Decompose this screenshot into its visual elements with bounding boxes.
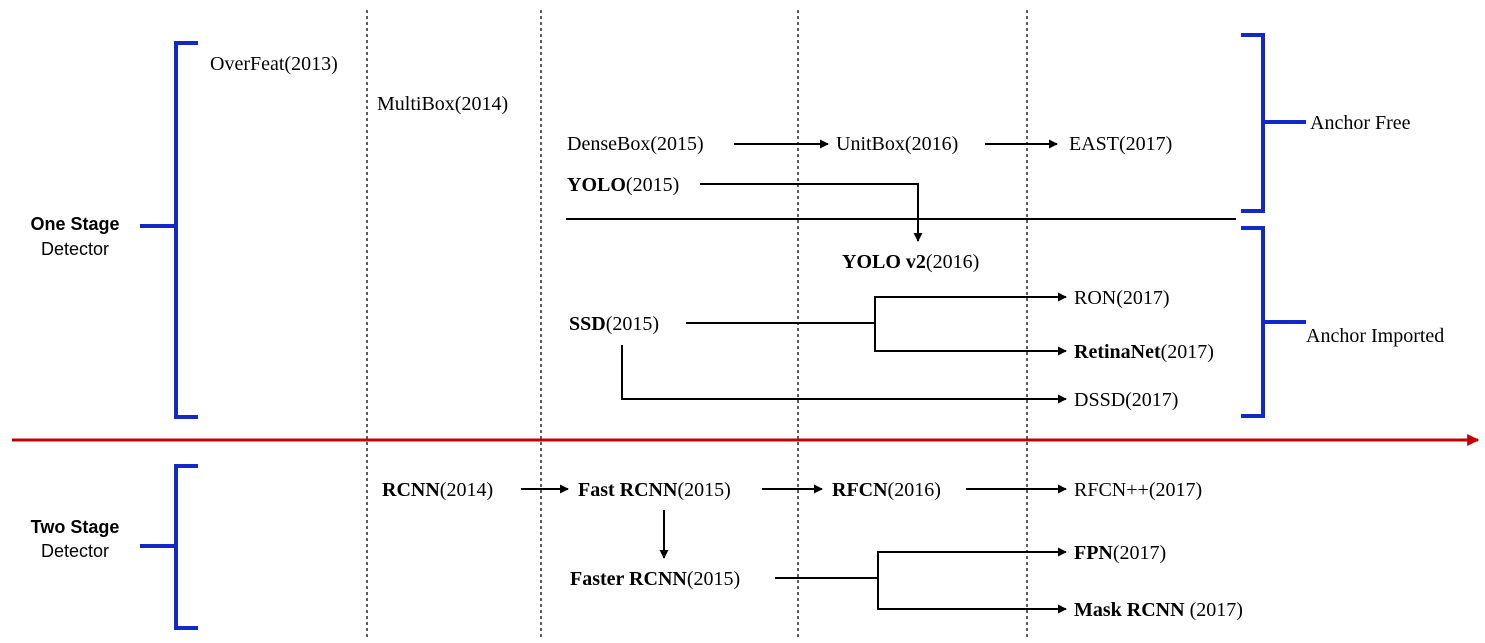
one-stage-subtitle: Detector bbox=[41, 239, 109, 259]
node-rfcnpp: RFCN++(2017) bbox=[1074, 479, 1202, 501]
node-dssd: DSSD(2017) bbox=[1074, 389, 1178, 411]
node-east: EAST(2017) bbox=[1069, 133, 1172, 155]
node-fpn: FPN(2017) bbox=[1074, 542, 1166, 564]
node-ron: RON(2017) bbox=[1074, 287, 1170, 309]
anchor-imported-brace bbox=[1241, 226, 1306, 418]
node-rfcn: RFCN(2016) bbox=[832, 479, 941, 501]
node-yolov2: YOLO v2(2016) bbox=[842, 251, 979, 273]
anchor-imported-label: Anchor Imported bbox=[1306, 325, 1444, 347]
node-unitbox: UnitBox(2016) bbox=[836, 133, 958, 155]
one-stage-brace bbox=[140, 41, 198, 419]
node-fasterrcnn: Faster RCNN(2015) bbox=[570, 568, 740, 590]
node-densebox: DenseBox(2015) bbox=[567, 133, 704, 155]
one-stage-title: One Stage bbox=[30, 214, 119, 234]
node-yolo: YOLO(2015) bbox=[567, 174, 679, 196]
node-ssd: SSD(2015) bbox=[569, 313, 659, 335]
anchor-free-label: Anchor Free bbox=[1310, 112, 1411, 134]
fasterrcnn-fork bbox=[877, 551, 1065, 610]
node-rcnn: RCNN(2014) bbox=[382, 479, 493, 501]
node-multibox: MultiBox(2014) bbox=[377, 93, 508, 115]
two-stage-brace bbox=[140, 464, 198, 630]
node-maskrcnn: Mask RCNN (2017) bbox=[1074, 599, 1243, 621]
node-retinanet: RetinaNet(2017) bbox=[1074, 341, 1214, 363]
two-stage-title: Two Stage bbox=[31, 517, 120, 537]
node-fastrcnn: Fast RCNN(2015) bbox=[578, 479, 731, 501]
arrow-ssd-dssd bbox=[621, 345, 1067, 404]
anchor-free-brace bbox=[1241, 33, 1306, 213]
ssd-fork bbox=[874, 296, 1065, 352]
two-stage-subtitle: Detector bbox=[41, 541, 109, 561]
arrow-yolo-yolov2 bbox=[700, 183, 923, 242]
node-overfeat: OverFeat(2013) bbox=[210, 53, 338, 75]
